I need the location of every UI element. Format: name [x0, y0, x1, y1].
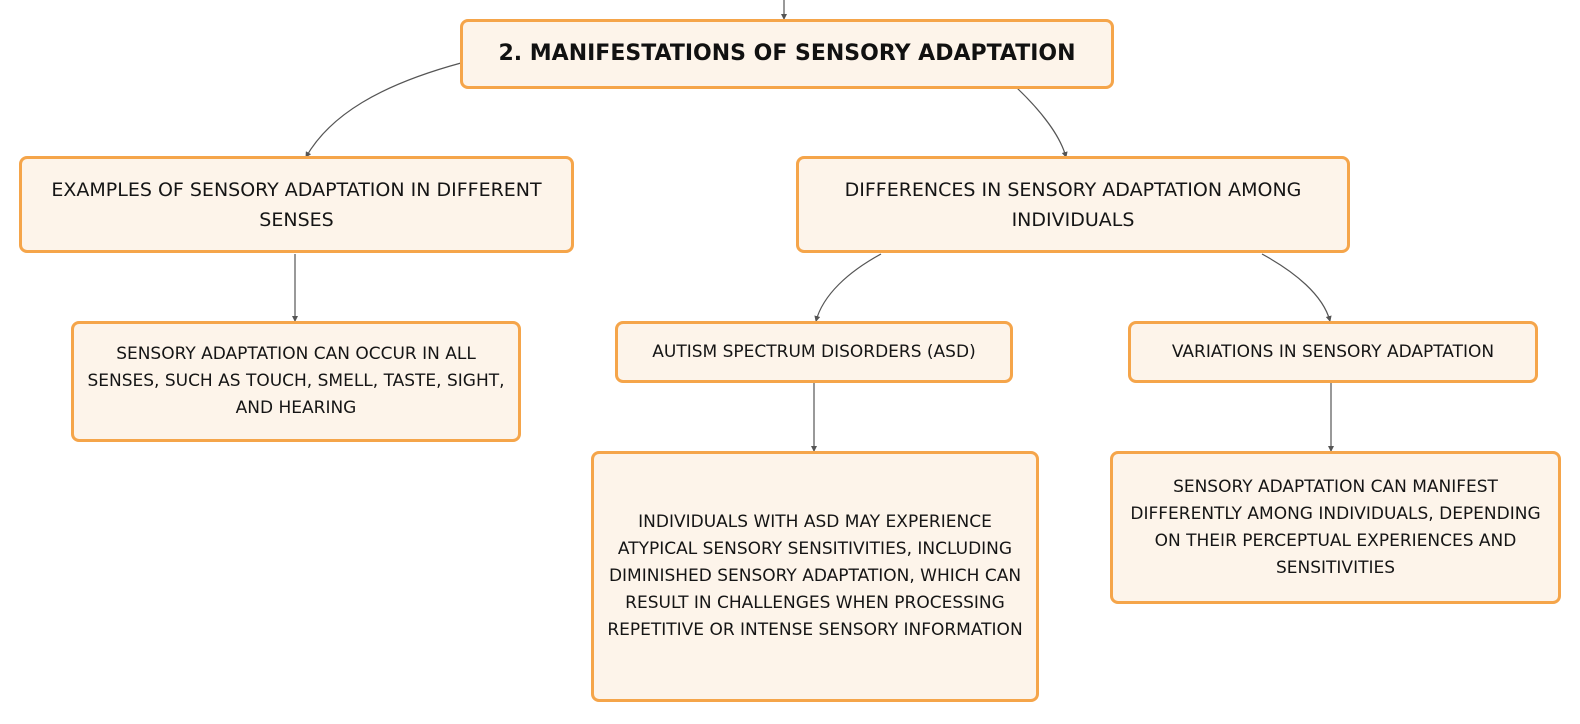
root-node[interactable]: 2. MANIFESTATIONS OF SENSORY ADAPTATION — [460, 19, 1114, 89]
node-examples-label: EXAMPLES OF SENSORY ADAPTATION IN DIFFER… — [51, 178, 542, 231]
connector-differences-to-asd — [814, 253, 882, 322]
node-variations-detail[interactable]: SENSORY ADAPTATION CAN MANIFEST DIFFEREN… — [1110, 451, 1561, 604]
node-examples-detail[interactable]: SENSORY ADAPTATION CAN OCCUR IN ALL SENS… — [71, 321, 521, 442]
node-asd[interactable]: AUTISM SPECTRUM DISORDERS (ASD) — [615, 321, 1013, 383]
node-variations-detail-label: SENSORY ADAPTATION CAN MANIFEST DIFFEREN… — [1130, 476, 1541, 578]
node-variations[interactable]: VARIATIONS IN SENSORY ADAPTATION — [1128, 321, 1538, 383]
node-asd-label: AUTISM SPECTRUM DISORDERS (ASD) — [652, 341, 976, 362]
connector-root-to-differences — [1016, 87, 1068, 158]
node-asd-detail-label: INDIVIDUALS WITH ASD MAY EXPERIENCE ATYP… — [607, 512, 1023, 640]
node-differences[interactable]: DIFFERENCES IN SENSORY ADAPTATION AMONG … — [796, 156, 1350, 253]
root-node-label: 2. MANIFESTATIONS OF SENSORY ADAPTATION — [498, 41, 1076, 66]
node-differences-label: DIFFERENCES IN SENSORY ADAPTATION AMONG … — [844, 178, 1302, 231]
node-asd-detail[interactable]: INDIVIDUALS WITH ASD MAY EXPERIENCE ATYP… — [591, 451, 1039, 702]
node-variations-label: VARIATIONS IN SENSORY ADAPTATION — [1171, 341, 1495, 362]
connector-root-to-examples — [305, 62, 462, 158]
connector-differences-to-variations — [1261, 253, 1332, 322]
node-examples-detail-label: SENSORY ADAPTATION CAN OCCUR IN ALL SENS… — [87, 344, 505, 418]
node-examples[interactable]: EXAMPLES OF SENSORY ADAPTATION IN DIFFER… — [19, 156, 574, 253]
